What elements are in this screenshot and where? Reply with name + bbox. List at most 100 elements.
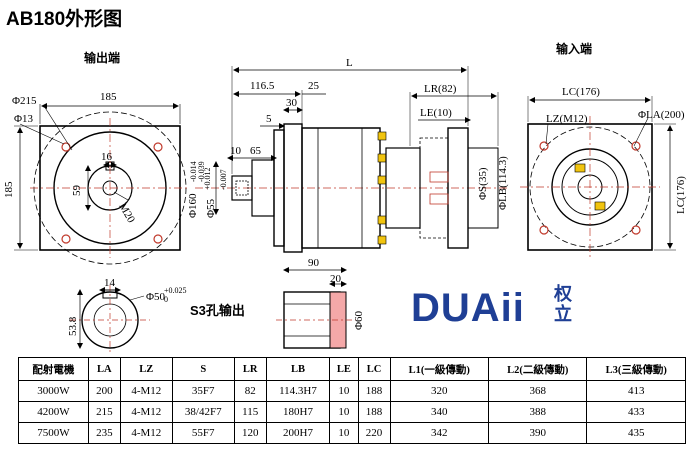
table-cell: 82 [233,380,267,402]
output-mount-holes [61,142,163,244]
dim-side-65: 65 [250,145,262,157]
dim-sleeve-90: 90 [308,257,320,269]
col-LC: LC [357,357,391,381]
output-end-label: 输出端 [84,50,120,65]
table-row: 3000W 200 4-M12 35F7 82 114.3H7 10 188 3… [18,380,686,402]
dim-side-30: 30 [286,97,298,109]
dim-side-10: 10 [230,145,242,157]
dim-side-phi160: Φ160 [187,193,199,218]
table-cell: 200H7 [265,422,331,444]
dim-side-5: 5 [266,113,272,125]
table-cell: 10 [329,401,359,423]
table-cell: 235 [87,422,121,444]
dim-output-16: 16 [101,151,113,163]
dim-output-height: 185 [3,181,15,198]
dim-output-width: 185 [100,91,117,103]
table-cell: 115 [233,401,267,423]
table-cell: 368 [487,380,588,402]
dim-side-116-5: 116.5 [250,80,275,92]
dim-side-LR: LR(82) [424,83,457,95]
table-cell: 55F7 [171,422,235,444]
table-cell: 35F7 [171,380,235,402]
dim-input-LA: ΦLA(200) [638,109,685,121]
dim-side-phi160-tol-bot: -0.039 [197,161,206,182]
table-cell: 114.3H7 [265,380,331,402]
spec-table-header: 配射電機 LA LZ S LR LB LE LC L1(一級傳動) L2(二級傳… [18,357,686,381]
table-cell: 180H7 [265,401,331,423]
table-cell: 4200W [18,401,89,423]
table-cell: 433 [586,401,686,423]
dim-side-25: 25 [308,80,320,92]
table-cell: 320 [389,380,489,402]
table-cell: 4-M12 [119,422,173,444]
dim-output-phi13: Φ13 [14,113,34,125]
col-L2: L2(二級傳動) [487,357,588,381]
dim-side-LE: LE(10) [420,107,452,119]
brand-logo-cn: 权 立 [552,285,574,325]
input-mount-holes [539,141,641,235]
side-gear-housing [301,127,381,249]
dim-side-phi55-tol-bot: -0.007 [219,169,228,190]
table-cell: 120 [233,422,267,444]
table-cell: 4-M12 [119,380,173,402]
table-cell: 4-M12 [119,401,173,423]
dim-shaft-14: 14 [104,277,116,289]
input-clamp-screws [574,163,606,211]
dim-side-phiS: ΦS(35) [477,167,489,200]
dim-side-L: L [346,57,353,69]
dim-shaft-phi50: Φ50 [146,291,166,303]
dim-output-m20: M20 [116,201,137,225]
dim-side-phiLB: ΦLB(114.3) [497,156,509,210]
dim-shaft-53-8: 53.8 [67,316,79,336]
dim-input-LC: LC(176) [562,86,600,98]
dim-side-phi55-tol-top: +0.012 [203,167,212,190]
table-cell: 220 [357,422,391,444]
table-cell: 38/42F7 [171,401,235,423]
col-LR: LR [233,357,267,381]
output-sleeve-view: 90 20 Φ60 [276,257,365,349]
table-cell: 10 [329,422,359,444]
table-cell: 413 [586,380,686,402]
table-cell: 390 [487,422,588,444]
input-end-view: 输入端 LC(176) LZ(M12) ΦLA(200) [520,41,687,258]
table-cell: 342 [389,422,489,444]
col-L3: L3(三級傳動) [586,357,686,381]
dim-sleeve-20: 20 [330,273,342,285]
col-S: S [171,357,235,381]
brand-cn-bottom: 立 [554,304,572,325]
dim-sleeve-phi60: Φ60 [353,310,365,330]
dim-output-59: 59 [71,185,83,197]
table-cell: 215 [87,401,121,423]
table-cell: 3000W [18,380,89,402]
col-LZ: LZ [119,357,173,381]
dim-input-LZ: LZ(M12) [546,113,588,125]
col-L1: L1(一級傳動) [389,357,489,381]
col-LE: LE [329,357,359,381]
brand-logo: DUAii [411,286,525,330]
side-view: L 116.5 25 30 5 10 65 Φ160 -0.014 -0.039… [187,57,510,253]
dim-side-phi160-tol-top: -0.014 [189,161,198,182]
dim-input-LC-vertical: LC(176) [675,176,687,214]
input-end-label: 输入端 [556,41,592,56]
dim-side-phi55: Φ55 [205,198,217,218]
shaft-section-view: 14 Φ50 +0.025 0 53.8 [67,277,187,355]
table-cell: 7500W [18,422,89,444]
col-LA: LA [87,357,121,381]
dim-shaft-phi50-tol0: 0 [164,295,168,304]
drawing-title: AB180外形图 [6,9,123,30]
table-row: 4200W 215 4-M12 38/42F7 115 180H7 10 188… [18,401,686,423]
table-cell: 188 [357,380,391,402]
output-end-view: 输出端 185 185 Φ215 [3,50,190,265]
col-motor: 配射電機 [18,357,89,381]
table-cell: 340 [389,401,489,423]
spec-table: 配射電機 LA LZ S LR LB LE LC L1(一級傳動) L2(二級傳… [18,357,686,444]
table-cell: 10 [329,380,359,402]
table-cell: 388 [487,401,588,423]
table-cell: 435 [586,422,686,444]
dim-output-phi215: Φ215 [12,95,37,107]
side-housing-bolts [377,131,387,245]
shaft-output-label: S3孔输出 [190,303,245,318]
table-cell: 200 [87,380,121,402]
